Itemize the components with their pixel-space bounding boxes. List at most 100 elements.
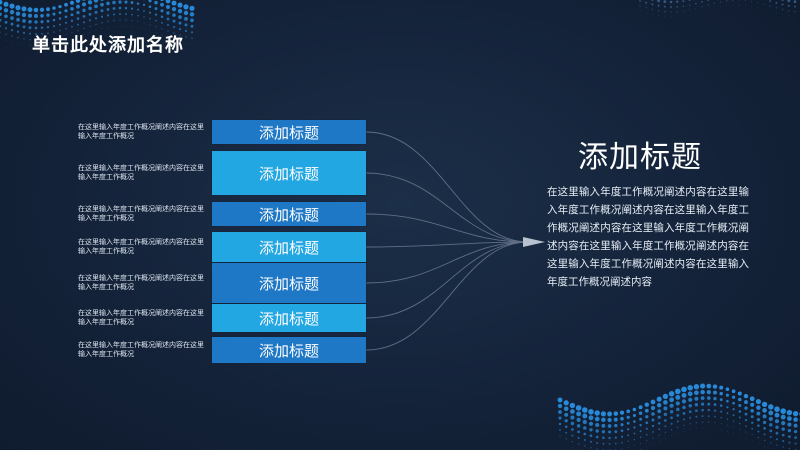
decor-dot (565, 431, 568, 434)
decor-dot (694, 396, 699, 401)
decor-dot (720, 429, 722, 430)
row-description-7[interactable]: 在这里输入年度工作概况阐述内容在这里输入年度工作概况 (78, 341, 204, 358)
decor-dot (651, 424, 655, 428)
decor-dot (671, 435, 672, 437)
row-title-box-7[interactable]: 添加标题 (212, 337, 366, 363)
decor-dot (707, 0, 710, 2)
decor-dot (125, 25, 127, 27)
decor-dot (744, 412, 748, 416)
decor-dot (738, 403, 742, 408)
decor-dot (172, 19, 176, 23)
decor-dot (670, 429, 673, 431)
decor-dot (89, 25, 91, 28)
decor-dot (88, 12, 92, 16)
decor-dot (682, 418, 686, 421)
row-description-4[interactable]: 在这里输入年度工作概况阐述内容在这里输入年度工作概况 (78, 238, 204, 255)
decor-dot (675, 401, 680, 406)
decor-dot (639, 436, 642, 438)
decor-dot (613, 411, 619, 416)
decor-dot (166, 11, 170, 15)
right-title[interactable]: 添加标题 (578, 140, 702, 175)
decor-dot (149, 24, 151, 26)
decor-dot (751, 0, 753, 2)
decor-dot (570, 421, 575, 426)
decor-dot (143, 16, 145, 18)
decor-dot (101, 21, 103, 24)
decor-dot (688, 397, 693, 402)
decor-dot (125, 13, 127, 16)
decor-dot (712, 384, 718, 389)
decor-dot (40, 20, 44, 24)
decor-dot (0, 6, 3, 11)
decor-dot (713, 403, 717, 406)
row-title-box-3[interactable]: 添加标题 (212, 202, 366, 226)
slide-title[interactable]: 单击此处添加名称 (32, 35, 184, 56)
decor-dot (148, 5, 152, 8)
row-title-box-2[interactable]: 添加标题 (212, 151, 366, 195)
decor-dot (670, 6, 672, 8)
decor-dot (757, 2, 759, 4)
decor-dot (657, 0, 660, 3)
decor-dot (40, 13, 44, 18)
row-title-box-4[interactable]: 添加标题 (212, 232, 366, 262)
decor-dot (149, 17, 151, 20)
decor-dot (681, 399, 687, 404)
decor-dot (756, 411, 761, 416)
decor-dot (589, 428, 593, 432)
decor-dot (34, 26, 38, 30)
decor-dot (743, 393, 749, 399)
decor-dot (693, 384, 700, 390)
row-description-5[interactable]: 在这里输入年度工作概况阐述内容在这里输入年度工作概况 (78, 274, 204, 291)
decor-dot (652, 14, 653, 15)
decor-dot (113, 26, 115, 27)
decor-dot (745, 431, 747, 433)
decor-dot (726, 418, 729, 420)
right-body-text[interactable]: 在这里输入年度工作概况阐述内容在这里输入年度工作概况阐述内容在这里输入年度工作概… (547, 186, 749, 288)
decor-dot (725, 393, 729, 397)
decor-dot (190, 24, 194, 28)
decor-dot (658, 428, 661, 431)
decor-dot (757, 430, 760, 433)
decor-dot (582, 419, 587, 425)
decor-dot (658, 15, 659, 17)
row-title-box-5[interactable]: 添加标题 (212, 263, 366, 303)
decor-dot (688, 0, 691, 1)
row-title-box-6[interactable]: 添加标题 (212, 304, 366, 332)
decor-dot (148, 0, 152, 3)
decor-dot (620, 416, 624, 421)
decor-dot (590, 447, 592, 449)
row-description-6[interactable]: 在这里输入年度工作概况阐述内容在这里输入年度工作概况 (78, 309, 204, 326)
decor-dot (774, 406, 780, 413)
row-description-1[interactable]: 在这里输入年度工作概况阐述内容在这里输入年度工作概况 (78, 123, 204, 140)
row-description-3[interactable]: 在这里输入年度工作概况阐述内容在这里输入年度工作概况 (78, 205, 204, 222)
decor-dot (185, 42, 187, 44)
decor-dot (676, 0, 679, 3)
decor-dot (768, 410, 774, 416)
decor-dot (768, 416, 773, 421)
decor-dot (781, 3, 784, 6)
decor-dot (106, 1, 110, 6)
decor-dot (559, 435, 561, 437)
decor-dot (0, 25, 2, 28)
decor-dot (569, 402, 576, 409)
decor-dot (76, 4, 80, 9)
decor-dot (738, 410, 742, 413)
decor-dot (731, 389, 736, 394)
decor-dot (664, 431, 667, 434)
decor-dot (793, 5, 797, 8)
decor-dot (651, 3, 654, 6)
decor-dot (558, 410, 562, 414)
decor-dot (732, 414, 735, 417)
decor-dot (762, 414, 767, 419)
decor-dot (700, 389, 705, 395)
decor-dot (40, 26, 44, 30)
decor-dot (781, 427, 785, 431)
decor-dot (768, 404, 774, 410)
decor-dot (688, 4, 691, 6)
row-description-2[interactable]: 在这里输入年度工作概况阐述内容在这里输入年度工作概况 (78, 164, 204, 181)
decor-dot (633, 438, 636, 441)
decor-dot (34, 20, 38, 24)
decor-dot (757, 7, 759, 9)
decor-dot (662, 393, 669, 400)
row-title-box-1[interactable]: 添加标题 (212, 120, 366, 144)
